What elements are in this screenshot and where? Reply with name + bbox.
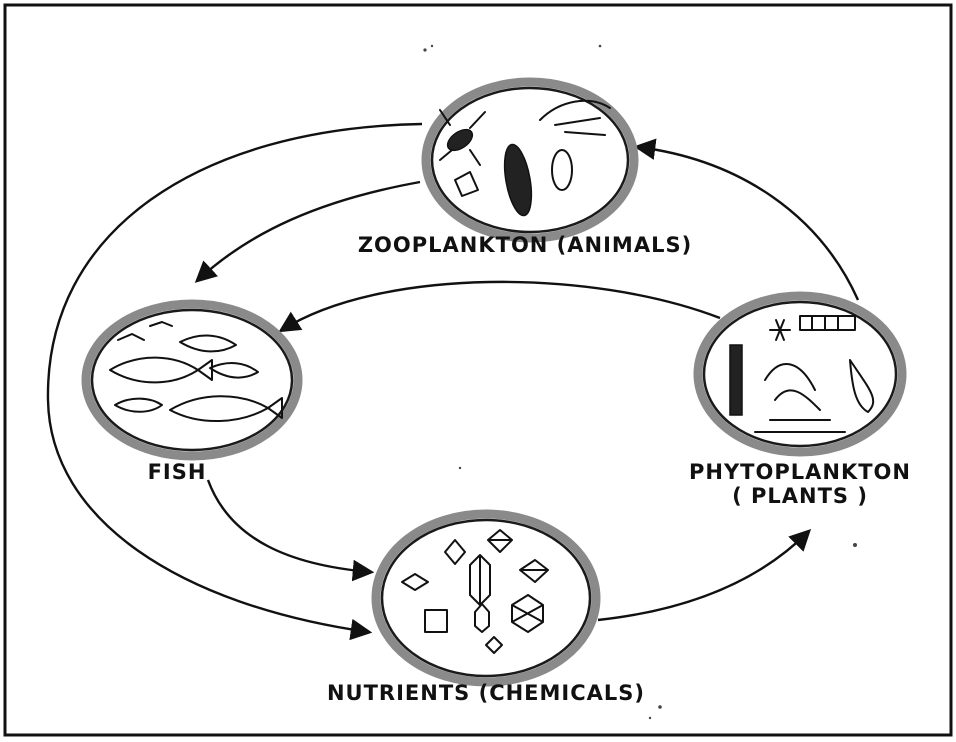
fish-ring (86, 304, 298, 456)
phytoplankton-label-line1: PHYTOPLANKTON (689, 460, 911, 484)
arrow-zoo-to-fish (198, 182, 420, 280)
zooplankton-node: ZOOPLANKTON (ANIMALS) (358, 82, 692, 257)
arrow-phyto-to-fish (282, 282, 720, 330)
fish-node: FISH (86, 304, 298, 484)
arrow-phyto-to-zoo (638, 147, 858, 300)
nutrients-label: NUTRIENTS (CHEMICALS) (327, 681, 645, 705)
phytoplankton-label-line2: ( PLANTS ) (732, 484, 868, 508)
phytoplankton-node: PHYTOPLANKTON ( PLANTS ) (689, 296, 911, 508)
nutrients-node: NUTRIENTS (CHEMICALS) (327, 514, 645, 705)
zooplankton-ring (426, 82, 634, 238)
arrow-fish-to-nutrients (208, 480, 370, 572)
zooplankton-label: ZOOPLANKTON (ANIMALS) (358, 233, 692, 257)
arrow-nutrients-to-phyto (598, 532, 808, 620)
fish-label: FISH (148, 460, 207, 484)
